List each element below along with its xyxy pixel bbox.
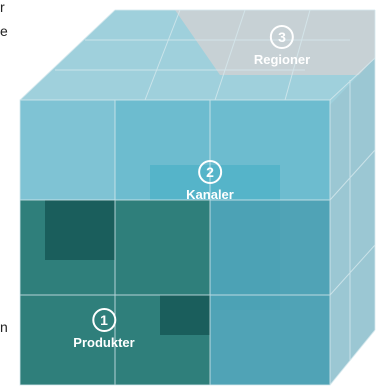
cropped-text-fragment: r — [0, 0, 5, 15]
channels-number-badge: 2 — [197, 160, 222, 184]
regions-label: Regioner — [253, 52, 311, 67]
products-light-strip — [210, 200, 330, 385]
cropped-text-fragment: e — [0, 23, 8, 39]
channels-label: Kanaler — [186, 187, 234, 202]
products-marker: 1 Produkter — [73, 308, 135, 350]
products-dark-block-2 — [160, 295, 210, 335]
channels-marker: 2 Kanaler — [186, 160, 234, 202]
products-number-badge: 1 — [92, 308, 116, 332]
regions-layer — [115, 10, 375, 75]
cube-grid — [19, 9, 376, 386]
regions-marker: 3 Regioner — [254, 25, 310, 67]
cropped-text-fragment: n — [0, 319, 8, 335]
cube-right-face — [330, 58, 375, 385]
regions-number-badge: 3 — [270, 25, 294, 49]
products-dark-block — [45, 200, 115, 260]
products-label: Produkter — [73, 335, 135, 350]
